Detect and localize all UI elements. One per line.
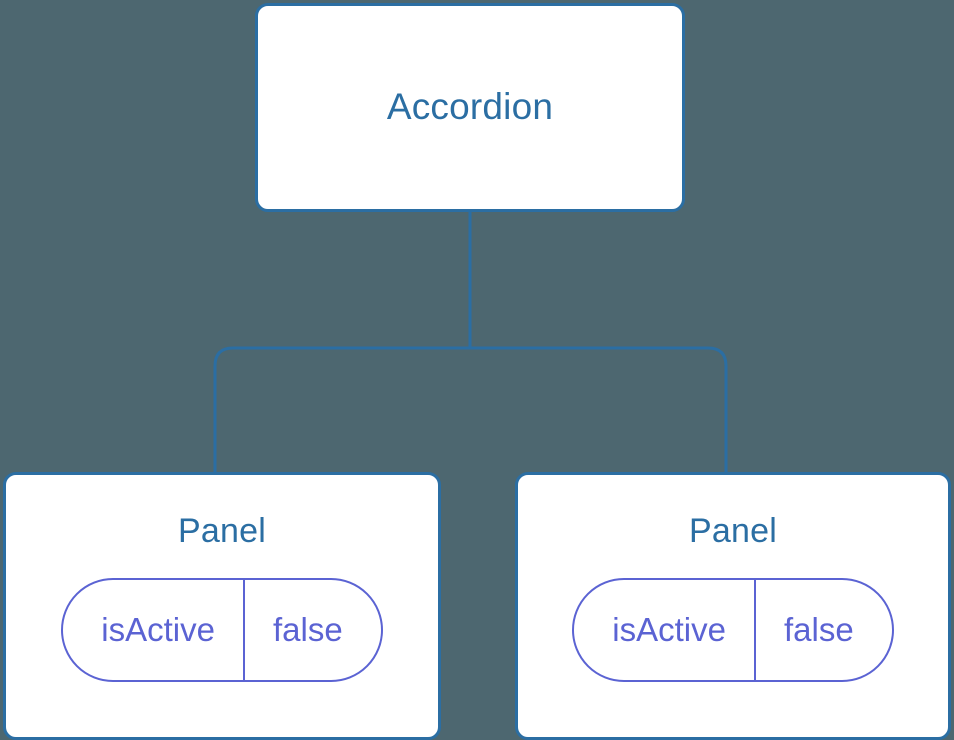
- edge-root-to-panel-left: [213, 346, 470, 474]
- prop-key-left: isActive: [101, 611, 215, 649]
- prop-pill-left[interactable]: isActive false: [61, 577, 383, 682]
- edge-root-to-panel-right: [470, 346, 728, 474]
- node-panel-left-title: Panel: [178, 512, 266, 550]
- prop-pill-right[interactable]: isActive false: [572, 577, 894, 682]
- node-panel-left[interactable]: Panel isActive false: [3, 472, 441, 740]
- node-accordion-title: Accordion: [386, 86, 554, 128]
- prop-key-right: isActive: [612, 611, 726, 649]
- prop-value-left: false: [242, 579, 381, 680]
- node-panel-right-title: Panel: [689, 512, 777, 550]
- prop-value-right: false: [753, 579, 892, 680]
- node-panel-right[interactable]: Panel isActive false: [515, 472, 951, 740]
- node-accordion[interactable]: Accordion: [255, 3, 685, 212]
